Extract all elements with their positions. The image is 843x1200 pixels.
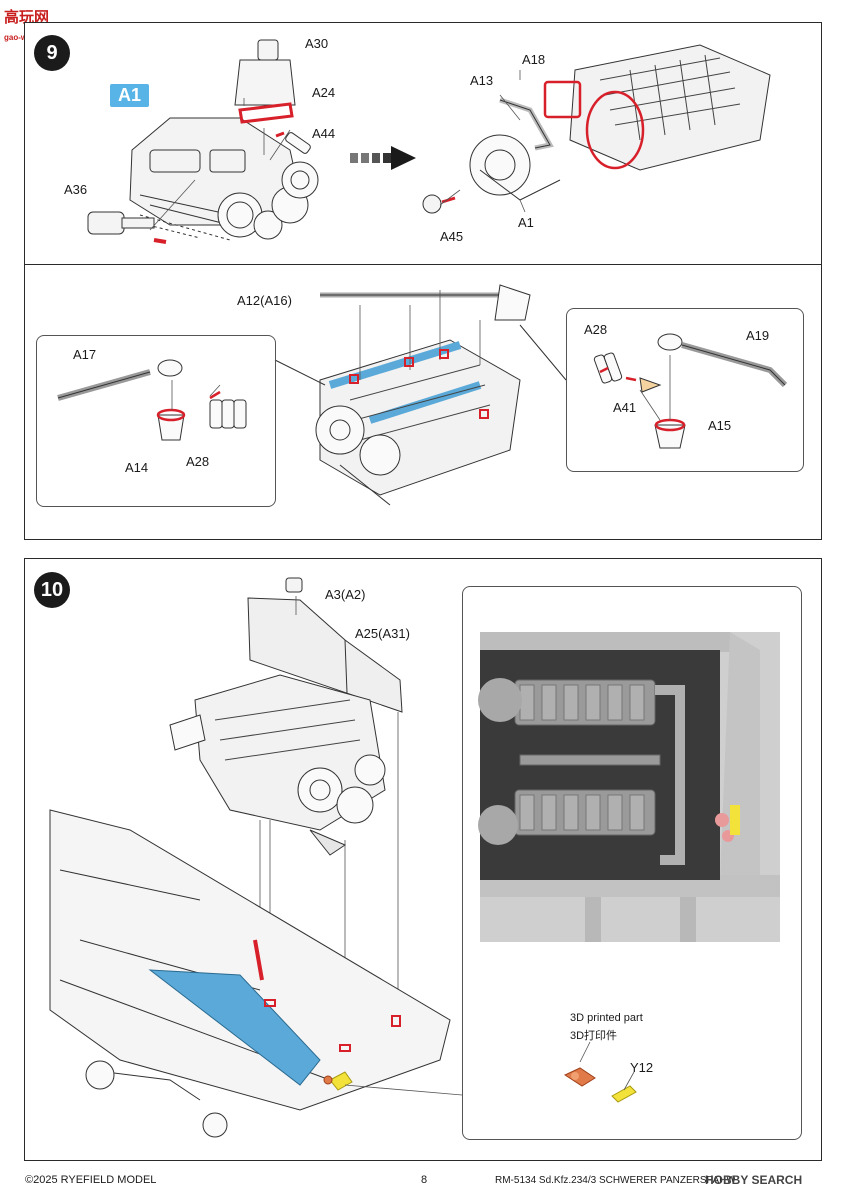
label-a12: A12(A16) bbox=[237, 293, 292, 308]
label-a45: A45 bbox=[440, 229, 464, 244]
part-a13 bbox=[499, 97, 554, 151]
footer-copyright: ©2025 RYEFIELD MODEL bbox=[25, 1174, 157, 1186]
label-a28-left: A28 bbox=[186, 454, 210, 469]
part-a41 bbox=[625, 376, 662, 393]
printed-note-en: 3D printed part bbox=[570, 1012, 643, 1024]
label-a1: A1 bbox=[518, 215, 534, 230]
footer-page-number: 8 bbox=[421, 1174, 428, 1186]
printed-note-cn: 3D打印件 bbox=[570, 1030, 618, 1042]
a19-a15-detail bbox=[593, 333, 788, 449]
step-10-number: 10 bbox=[34, 572, 70, 608]
reference-photo bbox=[478, 632, 780, 942]
part-a30 bbox=[234, 39, 296, 106]
part-a28-right bbox=[593, 352, 623, 384]
part-a18 bbox=[543, 80, 582, 119]
part-a25 bbox=[247, 597, 403, 713]
label-y12: Y12 bbox=[630, 1060, 654, 1075]
step-9-divider bbox=[25, 264, 821, 265]
engine-center-manifold bbox=[315, 284, 531, 506]
subassembly-a1-badge: A1 bbox=[110, 84, 150, 107]
label-a24: A24 bbox=[312, 85, 336, 100]
label-a28-right: A28 bbox=[584, 322, 608, 337]
a17-a14-detail bbox=[57, 359, 247, 441]
label-a30: A30 bbox=[305, 36, 329, 51]
part-y12-3d-printed bbox=[563, 1041, 637, 1103]
label-a3: A3(A2) bbox=[325, 587, 366, 602]
step-arrow bbox=[350, 146, 416, 170]
label-a36: A36 bbox=[64, 182, 88, 197]
label-a14: A14 bbox=[125, 460, 149, 475]
label-a19: A19 bbox=[746, 328, 770, 343]
step-9-number: 9 bbox=[34, 35, 70, 71]
label-a41: A41 bbox=[613, 400, 637, 415]
part-a36 bbox=[87, 211, 167, 244]
engine-block-right bbox=[469, 44, 771, 201]
label-a18: A18 bbox=[522, 52, 546, 67]
label-a17: A17 bbox=[73, 347, 97, 362]
site-logo-text: 高玩网 bbox=[4, 9, 50, 26]
engine-assembled bbox=[169, 674, 386, 856]
footer-watermark: HOBBY SEARCH bbox=[705, 1173, 803, 1187]
footer-title: RM-5134 Sd.Kfz.234/3 SCHWERER PANZERSPAH… bbox=[495, 1175, 735, 1186]
part-a3 bbox=[285, 577, 303, 593]
label-a44: A44 bbox=[312, 126, 336, 141]
part-a28-left bbox=[209, 390, 247, 429]
vehicle-hull bbox=[49, 809, 451, 1138]
engine-block-left bbox=[129, 117, 319, 241]
label-a13: A13 bbox=[470, 73, 494, 88]
part-a24 bbox=[238, 102, 294, 124]
label-a25: A25(A31) bbox=[355, 626, 410, 641]
label-a15: A15 bbox=[708, 418, 732, 433]
step-9-right-inset bbox=[566, 308, 804, 472]
step-9-left-inset bbox=[36, 335, 276, 507]
y12-mounted bbox=[323, 1071, 353, 1091]
part-a44 bbox=[275, 131, 311, 154]
